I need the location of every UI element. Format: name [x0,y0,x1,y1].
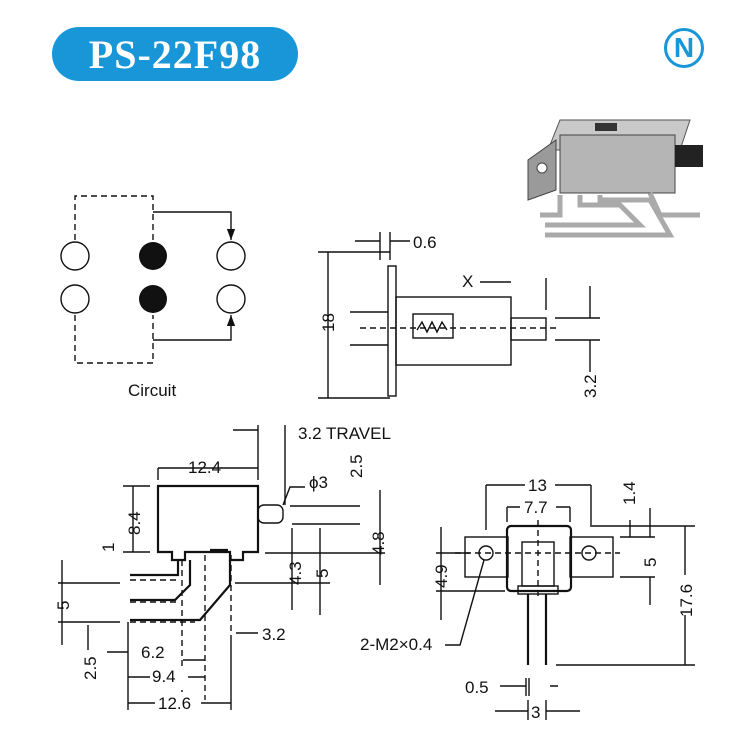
dim-12.6: 12.6 [158,694,191,713]
terminal-common [139,285,167,313]
dim-4.9: 4.9 [432,564,451,588]
dim-3: 3 [531,703,540,722]
terminal-open [216,241,246,271]
logo-letter: N [673,32,695,63]
dim-1.4: 1.4 [620,481,639,505]
dim-17.6: 17.6 [677,584,696,617]
terminal-open [60,241,90,271]
circuit-label: Circuit [128,381,176,400]
dim-13: 13 [528,476,547,495]
dim-9.4: 9.4 [152,667,176,686]
dim-5-left: 5 [54,601,73,610]
thread-callout: 2-M2×0.4 [360,635,432,654]
product-photo [527,119,703,238]
dim-4.3: 4.3 [286,561,305,585]
terminal-open [216,284,246,314]
dim-phi3: ϕ3 [309,473,328,492]
brand-logo: N [664,28,704,68]
dim-0.5: 0.5 [465,678,489,697]
terminal-common [139,242,167,270]
dim-side-0.6: 0.6 [413,233,437,252]
dim-2.5-top: 2.5 [347,454,366,478]
dim-side-3.2: 3.2 [581,374,600,398]
terminal-open [60,284,90,314]
circuit-diagram: Circuit [60,195,246,400]
dim-1: 1 [99,543,118,552]
model-title: PS-22F98 [88,31,262,77]
model-title-badge: PS-22F98 [52,27,298,81]
front-view: 3.2 TRAVEL 12.4 2.5 ϕ3 8.4 1 4.8 4.3 5 5… [54,424,391,713]
dim-6.2: 6.2 [141,643,165,662]
dim-5-right: 5 [313,569,332,578]
dim-travel: 3.2 TRAVEL [298,424,391,443]
side-view: 0.6 18 X 3.2 [318,232,600,399]
dim-12.4: 12.4 [188,458,221,477]
dim-3.2-pin: 3.2 [262,625,286,644]
dim-side-x: X [462,272,473,291]
dim-side-18: 18 [319,313,338,332]
dim-5-bottom: 5 [641,558,660,567]
dim-8.4: 8.4 [125,511,144,535]
bottom-view: 13 7.7 1.4 5 4.9 17.6 2-M2×0.4 0.5 3 [360,475,696,722]
dim-4.8: 4.8 [369,531,388,555]
dim-7.7: 7.7 [524,498,548,517]
dim-2.5-bottom: 2.5 [81,656,100,680]
